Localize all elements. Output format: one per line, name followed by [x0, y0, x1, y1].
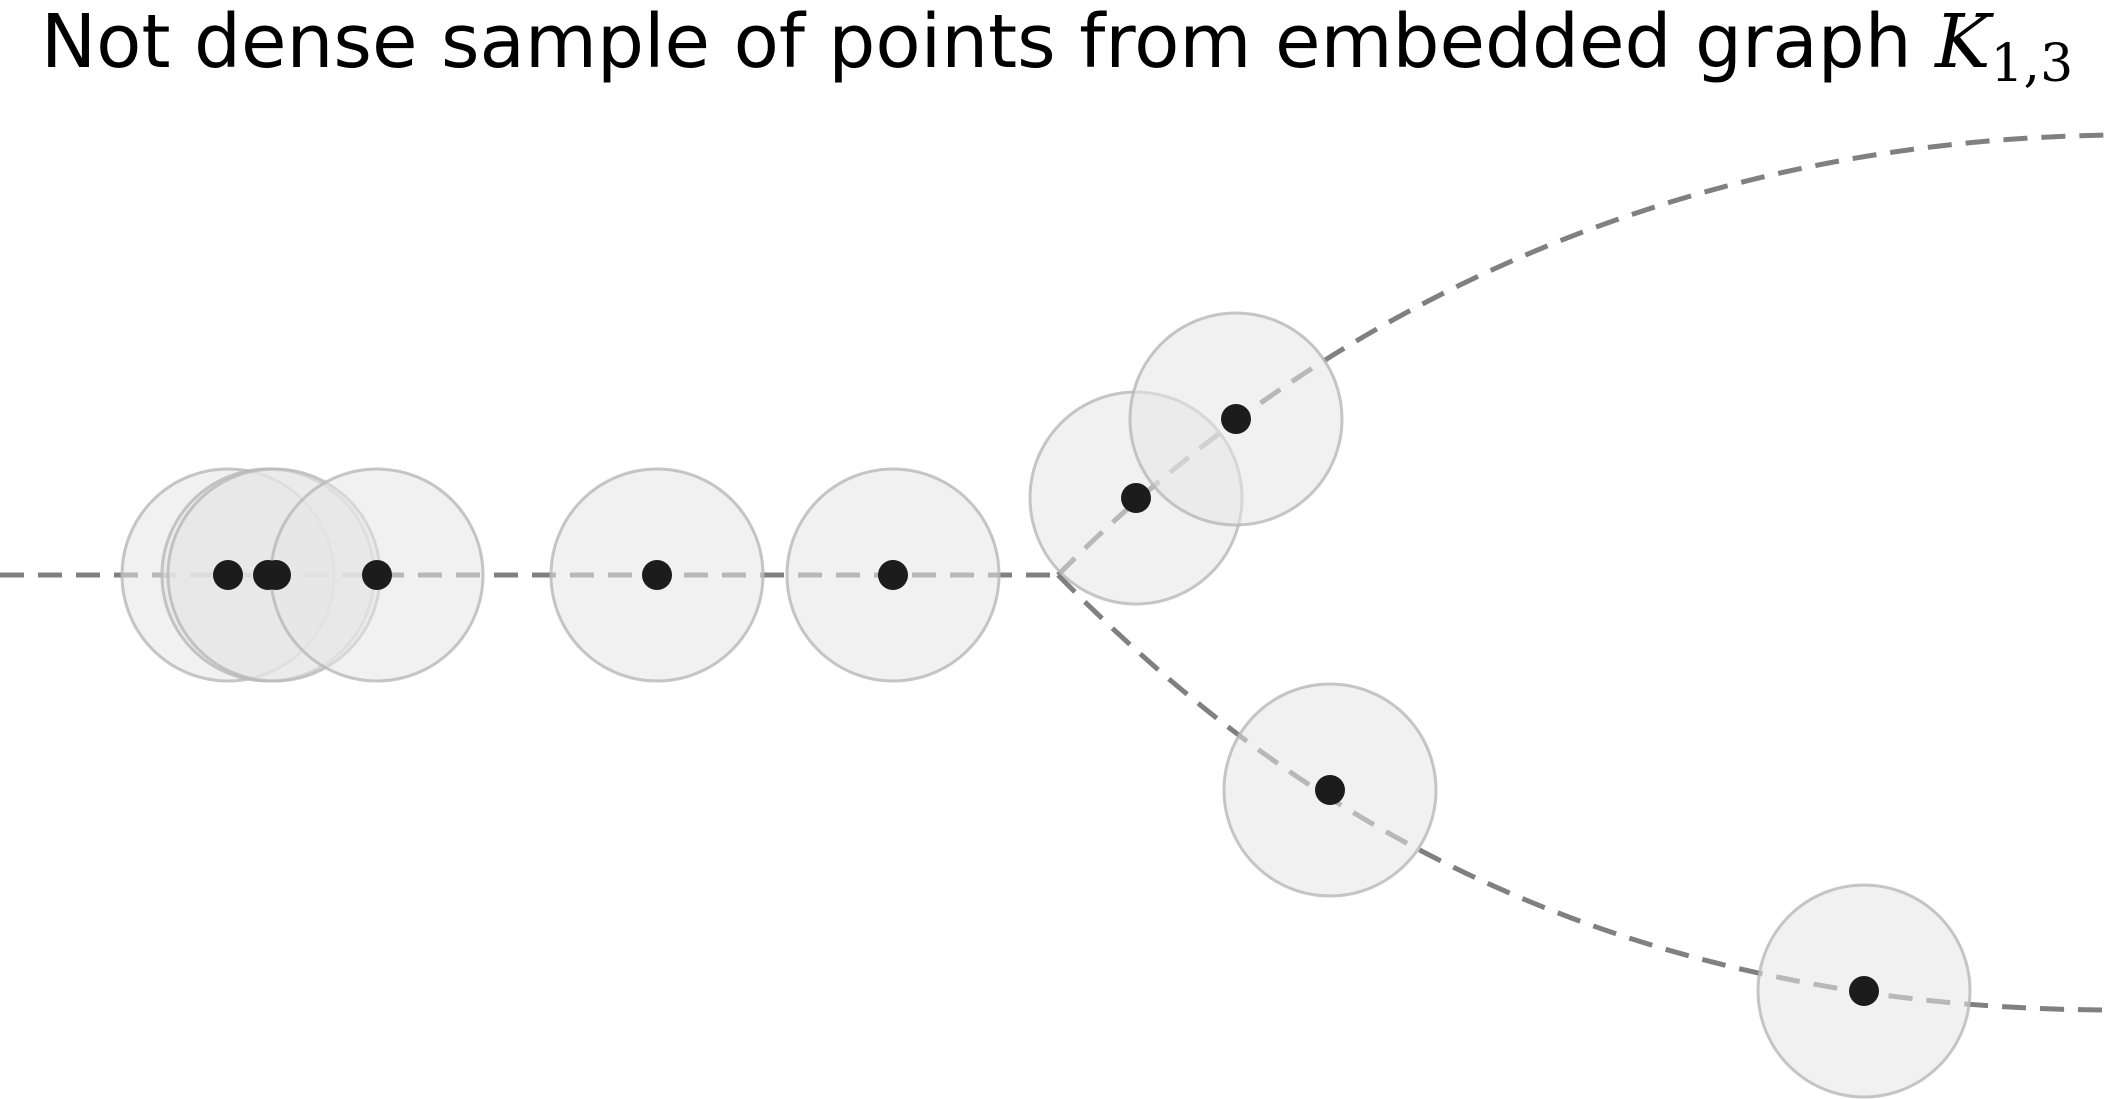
sample-point — [878, 560, 908, 590]
sample-point — [362, 560, 392, 590]
sample-point — [1121, 483, 1151, 513]
title-text: Not dense sample of points from embedded… — [40, 0, 1936, 85]
figure-title: Not dense sample of points from embedded… — [0, 2, 2114, 104]
sample-balls — [120, 311, 1972, 1099]
sample-point — [642, 560, 672, 590]
title-graph-subscript: 1,3 — [1990, 34, 2074, 94]
sample-point — [1849, 976, 1879, 1006]
sample-point — [1221, 404, 1251, 434]
sample-point — [261, 560, 291, 590]
edge-lower-branch — [1056, 573, 2114, 1013]
title-graph-symbol: K — [1935, 0, 1991, 85]
sample-point — [213, 560, 243, 590]
sample-point — [1315, 775, 1345, 805]
sample-points — [213, 404, 1879, 1006]
